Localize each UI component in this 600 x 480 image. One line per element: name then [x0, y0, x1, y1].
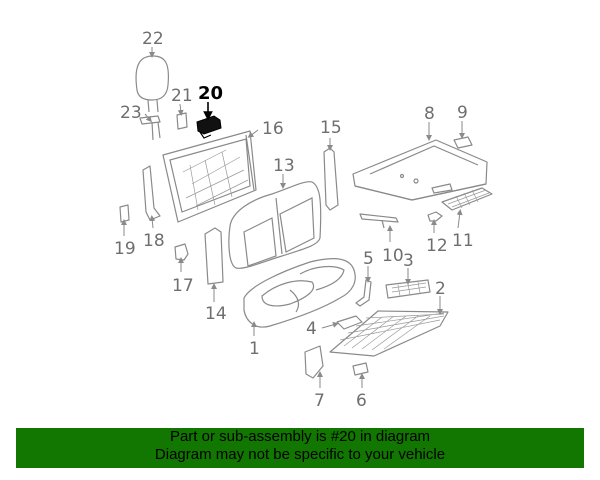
part-4-clip — [336, 315, 363, 330]
callout-6: 6 — [356, 391, 367, 411]
callout-4: 4 — [306, 319, 317, 339]
callout-10: 10 — [382, 246, 404, 266]
info-banner: Part or sub-assembly is #20 in diagram D… — [16, 428, 584, 468]
callout-21: 21 — [171, 86, 193, 106]
callout-1: 1 — [249, 339, 260, 359]
part-19-clip — [119, 204, 130, 223]
callout-9: 9 — [457, 103, 468, 123]
part-16-seatback-frame — [162, 130, 257, 223]
banner-line-2: Diagram may not be specific to your vehi… — [154, 446, 446, 463]
part-6-clip — [352, 362, 369, 376]
callout-15: 15 — [320, 118, 342, 138]
callout-13: 13 — [273, 156, 295, 176]
part-12-fastener — [427, 211, 443, 222]
callout-18: 18 — [143, 231, 165, 251]
part-5-strap — [355, 279, 372, 307]
part-14-trim — [204, 227, 224, 285]
part-3-bracket — [385, 279, 431, 299]
part-2-seat-frame — [329, 310, 449, 357]
part-1-seat-cushion — [243, 258, 356, 328]
part-7-bracket — [304, 345, 324, 379]
callout-2: 2 — [435, 279, 446, 299]
part-20-latch — [196, 115, 222, 139]
callout-11: 11 — [452, 231, 474, 251]
callout-5: 5 — [363, 249, 374, 269]
part-13-seatback-cushion — [228, 181, 322, 269]
callout-17: 17 — [172, 276, 194, 296]
callout-14: 14 — [205, 304, 227, 324]
callout-8: 8 — [424, 104, 435, 124]
part-8-tray — [352, 139, 488, 201]
callout-22: 22 — [142, 29, 164, 49]
part-18-bracket — [142, 165, 161, 221]
part-9-clip — [453, 136, 473, 149]
part-22-headrest — [135, 55, 170, 113]
callout-12: 12 — [426, 236, 448, 256]
callout-16: 16 — [262, 119, 284, 139]
callout-20: 20 — [198, 83, 223, 104]
callout-3: 3 — [403, 251, 414, 271]
part-17-latch — [174, 243, 189, 261]
part-21-clip — [176, 112, 188, 130]
callout-7: 7 — [314, 391, 325, 411]
banner-line-1: Part or sub-assembly is #20 in diagram — [169, 428, 431, 445]
callout-23: 23 — [120, 103, 142, 123]
part-11-grille — [441, 187, 493, 211]
leader-lines — [121, 47, 465, 388]
part-15-side-trim — [323, 147, 339, 211]
part-10-rod — [359, 213, 399, 229]
callout-labels: 22 23 21 20 16 13 15 8 9 18 19 17 14 1 1… — [114, 29, 474, 411]
parts-diagram: 22 23 21 20 16 13 15 8 9 18 19 17 14 1 1… — [114, 29, 493, 411]
callout-19: 19 — [114, 239, 136, 259]
